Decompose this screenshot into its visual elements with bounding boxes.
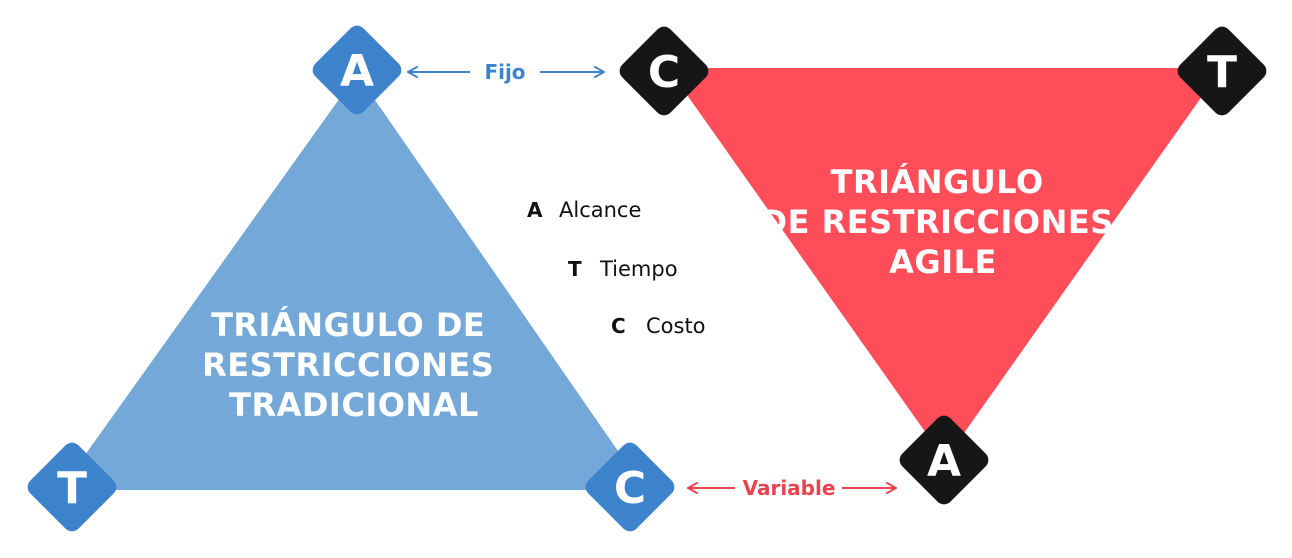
agile-triangle-group: TRIÁNGULO DE RESTRICCIONES AGILE xyxy=(668,68,1222,460)
legend-label: Alcance xyxy=(559,198,641,222)
variable-connector: Variable xyxy=(687,476,897,500)
badge-letter-t: T xyxy=(1207,47,1237,98)
legend-item-alcance: A Alcance xyxy=(527,198,641,222)
agile-title: TRIÁNGULO DE RESTRICCIONES AGILE xyxy=(761,163,1126,281)
diamond-badge-shape xyxy=(27,442,117,532)
badge-letter-c: C xyxy=(648,47,680,98)
legend-label: Costo xyxy=(646,314,706,338)
traditional-title: TRIÁNGULO DE RESTRICCIONES TRADICIONAL xyxy=(202,306,506,424)
fixed-connector: Fijo xyxy=(407,60,605,84)
badge-letter-c: C xyxy=(614,463,646,514)
legend-letter: T xyxy=(568,257,582,281)
badge-letter-a: A xyxy=(340,46,374,97)
diamond-badge-shape xyxy=(1177,26,1267,116)
badge-letter-t: T xyxy=(57,463,87,514)
diamond-badge-shape xyxy=(312,25,402,115)
traditional-title-line-1: TRIÁNGULO DE xyxy=(211,306,485,344)
agile-badge-top-right: T xyxy=(1177,26,1267,116)
traditional-badge-bottom-left: T xyxy=(27,442,117,532)
traditional-title-line-3: TRADICIONAL xyxy=(229,386,479,424)
variable-label: Variable xyxy=(743,476,836,500)
agile-badge-bottom: A xyxy=(899,415,989,505)
fixed-label: Fijo xyxy=(484,60,525,84)
traditional-badge-top: A xyxy=(312,25,402,115)
diamond-badge-shape xyxy=(899,415,989,505)
traditional-title-line-2: RESTRICCIONES xyxy=(202,346,494,384)
legend-item-costo: C Costo xyxy=(611,314,706,338)
agile-badge-top-left: C xyxy=(619,26,709,116)
legend-letter: A xyxy=(527,198,543,222)
legend-item-tiempo: T Tiempo xyxy=(568,257,678,281)
traditional-badge-bottom-right: C xyxy=(585,442,675,532)
traditional-triangle xyxy=(60,74,645,490)
agile-title-line-3: AGILE xyxy=(889,243,997,281)
legend-label: Tiempo xyxy=(599,257,678,281)
agile-title-line-2: DE RESTRICCIONES xyxy=(761,203,1114,241)
legend-letter: C xyxy=(611,314,626,338)
diamond-badge-shape xyxy=(585,442,675,532)
agile-triangle xyxy=(668,68,1222,460)
badge-letter-a: A xyxy=(927,436,961,487)
diamond-badge-shape xyxy=(619,26,709,116)
traditional-triangle-group: TRIÁNGULO DE RESTRICCIONES TRADICIONAL xyxy=(60,74,645,490)
agile-title-line-1: TRIÁNGULO xyxy=(831,163,1044,201)
legend: A Alcance T Tiempo C Costo xyxy=(527,198,706,338)
